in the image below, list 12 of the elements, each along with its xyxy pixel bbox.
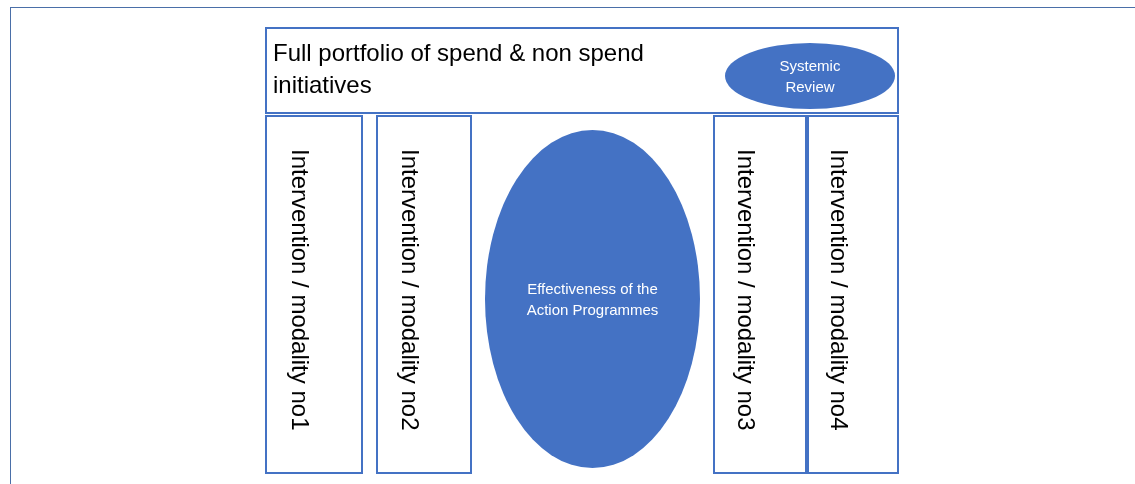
column-box: [376, 115, 472, 474]
column-text: Intervention / modality no1: [286, 149, 315, 433]
column-box: [713, 115, 807, 474]
column-text: Intervention / modality no4: [825, 149, 854, 433]
column-box: [265, 115, 363, 474]
column-text: Intervention / modality no2: [396, 149, 425, 433]
column-text: Intervention / modality no3: [732, 149, 761, 433]
header-box: [265, 27, 899, 114]
column-box: [807, 115, 899, 474]
header-text: Full portfolio of spend & non spend initiatives: [273, 38, 645, 100]
ellipse-text: Effectiveness of the Action Programmes: [525, 279, 660, 320]
ellipse-text: Systemic Review: [778, 56, 842, 97]
